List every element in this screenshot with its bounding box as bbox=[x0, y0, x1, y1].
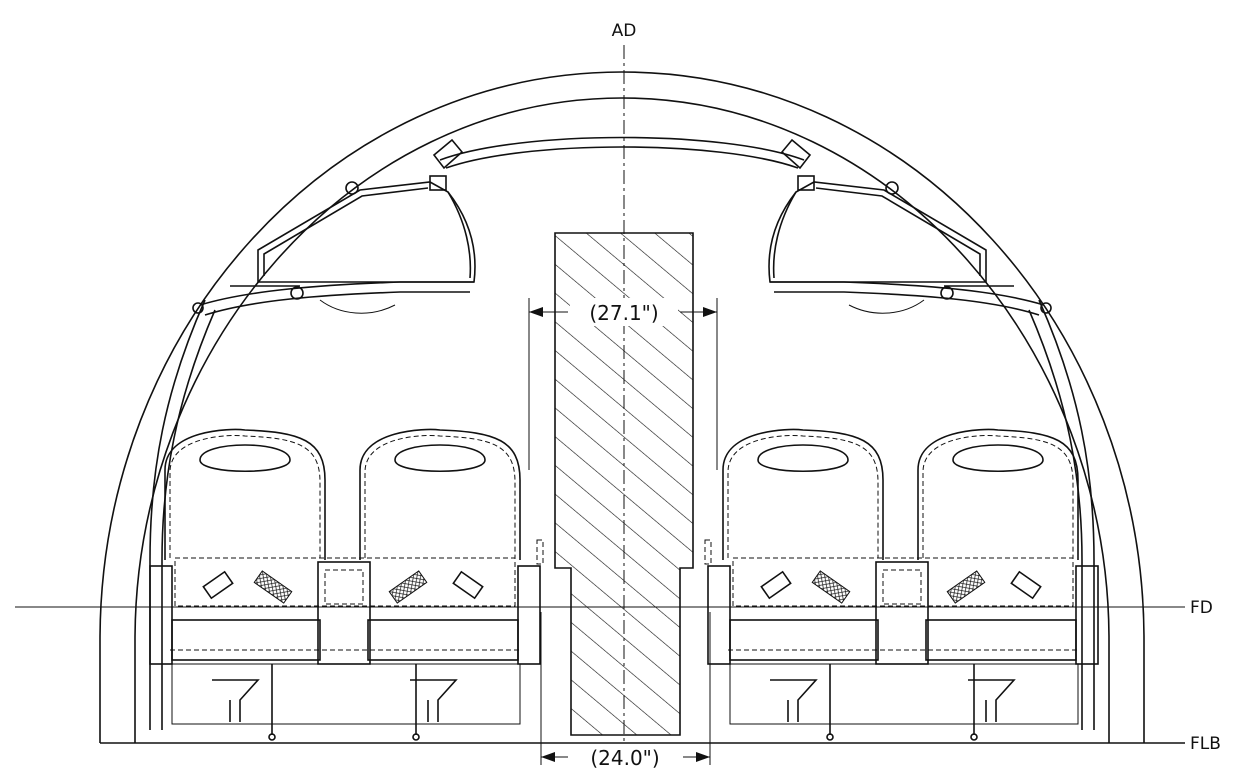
ceiling-panel bbox=[439, 136, 805, 169]
ceiling-end-right bbox=[780, 138, 812, 170]
lower-aisle-width-label: (24.0") bbox=[590, 746, 659, 770]
aisle-marker-left bbox=[536, 539, 544, 565]
aisle-marker-right bbox=[704, 539, 712, 565]
sidewall-right bbox=[1028, 299, 1095, 730]
fuselage-inner-shell bbox=[134, 97, 1110, 743]
seat-unit-left bbox=[149, 428, 541, 741]
ceiling-end-left bbox=[432, 138, 464, 170]
fuselage-outer-shell bbox=[99, 71, 1145, 743]
sidewall-left bbox=[149, 299, 216, 730]
axis-label-ad: AD bbox=[612, 21, 637, 41]
upper-aisle-width-label: (27.1") bbox=[589, 301, 658, 325]
floor-label-fd: FD bbox=[1190, 598, 1213, 618]
seat-unit-right bbox=[707, 428, 1099, 741]
overhead-bin-right bbox=[768, 175, 1052, 316]
lower-aisle-dimension: (24.0") bbox=[540, 612, 711, 770]
upper-aisle-dimension: (27.1") bbox=[528, 298, 718, 470]
floor-label-flb: FLB bbox=[1190, 734, 1221, 754]
overhead-bin-left bbox=[192, 175, 476, 316]
